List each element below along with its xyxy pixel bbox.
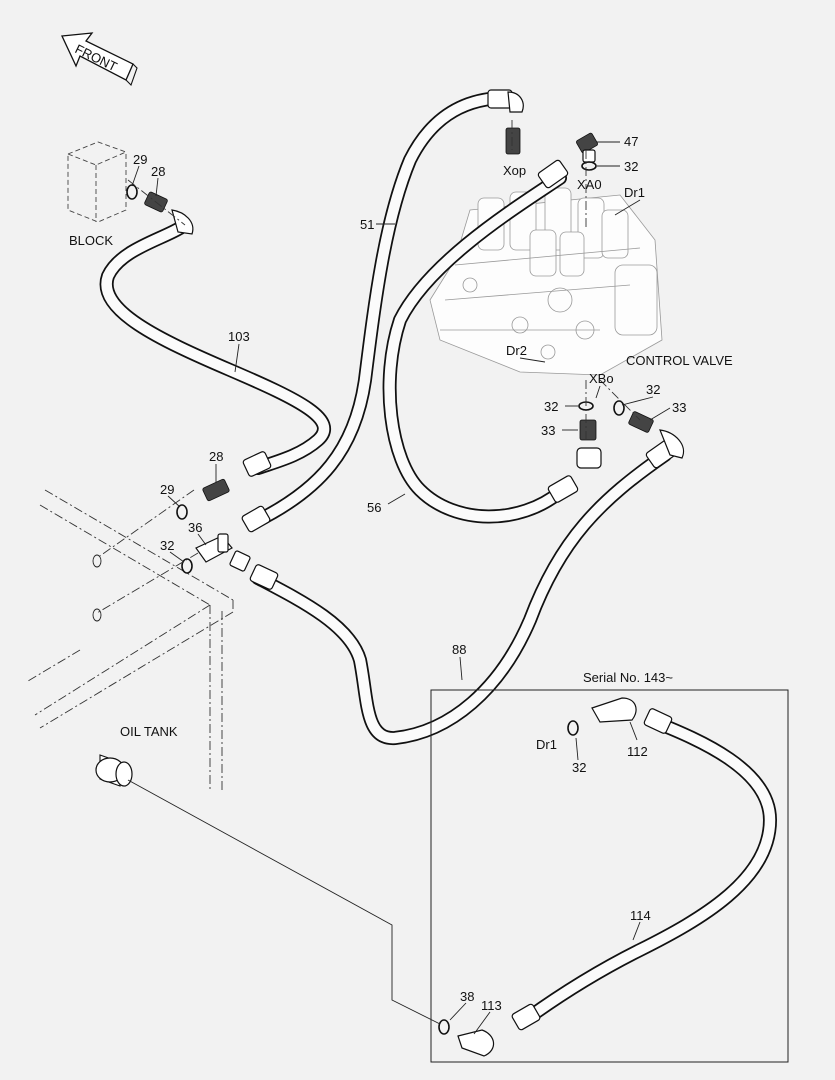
- inset-title: Serial No. 143~: [583, 670, 673, 685]
- callout-56: 56: [367, 500, 381, 515]
- hose-51: [248, 91, 507, 529]
- hose-56: [382, 171, 567, 524]
- block-label: BLOCK: [69, 233, 113, 248]
- callout-113: 113: [481, 998, 502, 1013]
- connector-fittings: [144, 127, 654, 1057]
- callout-32-xa0: 32: [624, 159, 638, 174]
- callout-32-right: 32: [646, 382, 660, 397]
- callout-29-block: 29: [133, 152, 147, 167]
- callout-47: 47: [624, 134, 638, 149]
- callout-28-mid: 28: [209, 449, 223, 464]
- callout-32-inset: 32: [572, 760, 586, 775]
- control-valve-label: CONTROL VALVE: [626, 353, 733, 368]
- tank-leader-line: [127, 779, 441, 1025]
- tank-port-cylinder: [95, 754, 133, 787]
- callout-88: 88: [452, 642, 466, 657]
- port-xop: Xop: [503, 163, 526, 178]
- hose-88: [251, 448, 672, 745]
- tank-port-icon: [92, 554, 102, 622]
- port-dr2: Dr2: [506, 343, 527, 358]
- callout-leaders: [131, 141, 671, 1035]
- hose-103: [99, 221, 331, 475]
- callout-32-xbo: 32: [544, 399, 558, 414]
- callout-29-mid: 29: [160, 482, 174, 497]
- callout-33-right: 33: [672, 400, 686, 415]
- port-dr1-inset: Dr1: [536, 737, 557, 752]
- callout-38: 38: [460, 989, 474, 1004]
- inset-frame: [430, 689, 789, 1063]
- port-xbo: XBo: [589, 371, 614, 386]
- port-dr1: Dr1: [624, 185, 645, 200]
- callout-36: 36: [188, 520, 202, 535]
- block-outline: [67, 141, 127, 223]
- callout-33-xbo: 33: [541, 423, 555, 438]
- callout-112: 112: [627, 744, 648, 759]
- alignment-lines: [96, 120, 641, 614]
- control-valve: [429, 187, 663, 376]
- oil-tank-outline: [27, 489, 234, 790]
- callout-51: 51: [360, 217, 374, 232]
- port-xa0: XA0: [577, 177, 602, 192]
- callout-103: 103: [228, 329, 250, 344]
- hose-114: [521, 715, 777, 1025]
- hose-end-fitting: [171, 89, 684, 1031]
- front-arrow-icon: FRONT: [61, 32, 138, 87]
- oil-tank-label: OIL TANK: [120, 724, 178, 739]
- callout-28-block: 28: [151, 164, 165, 179]
- callout-114: 114: [630, 908, 651, 923]
- callout-32-left: 32: [160, 538, 174, 553]
